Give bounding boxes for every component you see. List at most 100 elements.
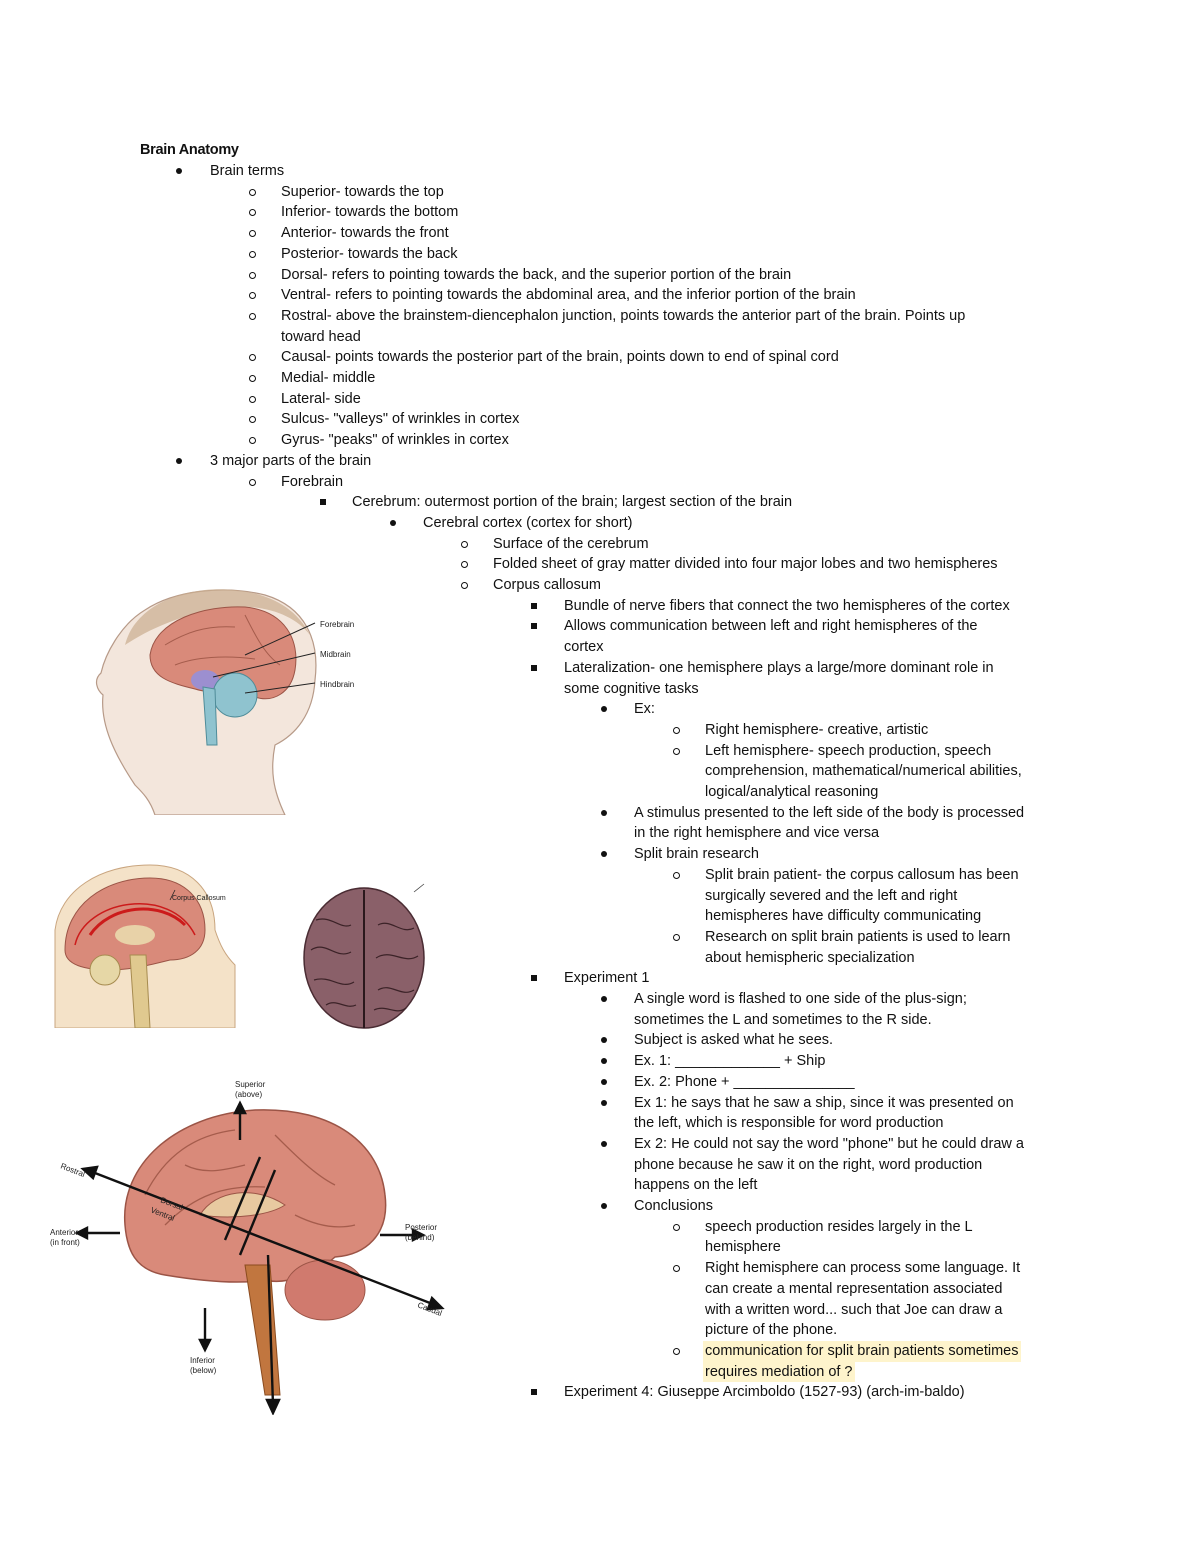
bullet-marker <box>601 1100 607 1106</box>
bullet-marker <box>601 810 607 816</box>
outline-item: Ex 1: he says that he saw a ship, since … <box>634 1094 1014 1111</box>
outline-item: Cerebral cortex (cortex for short) <box>423 514 633 531</box>
outline-item: Lateral- side <box>281 390 361 407</box>
anterior-sub: (in front) <box>50 1238 80 1247</box>
outline-item: Surface of the cerebrum <box>493 535 649 552</box>
outline-item: Allows communication between left and ri… <box>564 618 978 635</box>
outline-item: Ventral- refers to pointing towards the … <box>281 287 856 304</box>
directional-terms-figure: Superior (above) Inferior (below) Anteri… <box>50 1080 445 1415</box>
superior-sub: (above) <box>235 1090 262 1099</box>
outline-line-continued: some cognitive tasks <box>564 680 699 697</box>
outline-line-continued: with a written word... such that Joe can… <box>705 1301 1003 1318</box>
midbrain-label: Midbrain <box>320 650 351 659</box>
outline-item: Subject is asked what he sees. <box>634 1032 834 1049</box>
bullet-marker <box>390 520 396 526</box>
hair <box>125 589 310 645</box>
bullet-marker <box>673 727 680 734</box>
bullet-marker <box>601 1141 607 1147</box>
bullet-marker <box>249 272 256 279</box>
bullet-marker <box>673 1348 680 1355</box>
bullet-marker <box>673 872 680 879</box>
outline-line-continued: the left, which is responsible for word … <box>634 1115 944 1132</box>
bullet-marker <box>531 623 537 629</box>
outline-item: A single word is flashed to one side of … <box>634 991 967 1007</box>
outline-item: Medial- middle <box>281 370 376 386</box>
bullet-marker <box>249 479 256 486</box>
cerebellum-shape <box>212 672 258 718</box>
outline-line-continued: happens on the left <box>634 1177 758 1194</box>
bullet-marker <box>176 458 182 464</box>
outline-item: Ex: <box>634 701 655 718</box>
corpus-callosum-label: Corpus Callosum <box>172 895 226 902</box>
outline-line-continued: picture of the phone. <box>705 1322 838 1339</box>
outline-item: Ex 2: He could not say the word "phone" … <box>634 1135 1024 1152</box>
outline-item: A stimulus presented to the left side of… <box>634 804 1025 821</box>
outline-line-continued: requires mediation of ? <box>703 1361 855 1383</box>
outline-line-continued: phone because he saw it on the right, wo… <box>634 1156 983 1173</box>
outline-item: Anterior- towards the front <box>281 225 449 242</box>
outline-item: Research on split brain patients is used… <box>705 928 1011 945</box>
bullet-marker <box>461 582 468 589</box>
bullet-marker <box>249 251 256 258</box>
hindbrain-pointer <box>244 682 316 694</box>
bullet-marker <box>601 996 607 1002</box>
cerebellum-lateral <box>284 1259 366 1321</box>
direction-arrows <box>74 1100 445 1415</box>
midbrain-pointer <box>212 652 316 678</box>
outline-item: Posterior- towards the back <box>281 245 458 262</box>
outline-line-continued: cortex <box>564 639 604 656</box>
bullet-marker <box>249 396 256 403</box>
spinal-cord <box>129 954 151 1028</box>
outline-item: Dorsal- refers to pointing towards the b… <box>281 266 792 283</box>
bullet-marker <box>249 416 256 423</box>
cerebellum-section <box>89 954 121 986</box>
bullet-marker <box>249 209 256 216</box>
outline-item: Ex. 2: Phone + _______________ <box>634 1073 855 1090</box>
bullet-marker <box>601 851 607 857</box>
outline-item: communication for split brain patients s… <box>703 1340 1021 1362</box>
bullet-marker <box>673 1265 680 1272</box>
outline-item: 3 major parts of the brain <box>210 452 372 469</box>
page-title: Brain Anatomy <box>140 142 239 158</box>
corpus-callosum-figure: Corpus Callosum <box>54 864 236 1028</box>
bullet-marker <box>176 168 182 174</box>
bullet-marker <box>601 1037 607 1043</box>
outline-line-continued: surgically severed and the left and righ… <box>705 887 958 904</box>
corpus-callosum-band <box>88 907 187 936</box>
outline-item: Cerebrum: outermost portion of the brain… <box>352 494 793 511</box>
bullet-marker <box>249 375 256 382</box>
inferior-sub: (below) <box>190 1366 217 1375</box>
bullet-marker <box>531 975 537 981</box>
thalamus <box>115 925 155 945</box>
posterior-label: Posterior <box>405 1223 437 1232</box>
outline-line-continued: toward head <box>281 328 361 345</box>
midbrain-shape <box>191 670 219 690</box>
brainstem-lateral <box>244 1264 281 1396</box>
bullet-marker <box>601 1203 607 1209</box>
outline-item: Inferior- towards the bottom <box>281 204 459 221</box>
outline-item: Superior- towards the top <box>281 183 444 200</box>
bullet-marker <box>461 541 468 548</box>
corpus-callosum-outline <box>74 903 196 946</box>
outline-item: speech production resides largely in the… <box>705 1218 973 1235</box>
outline-item: Folded sheet of gray matter divided into… <box>493 556 998 573</box>
bullet-marker <box>531 665 537 671</box>
bullet-marker <box>673 1224 680 1231</box>
outline-item: Split brain research <box>634 846 759 863</box>
outline-item: Ex. 1: _____________ + Ship <box>634 1053 826 1070</box>
outline-item: Sulcus- "valleys" of wrinkles in cortex <box>281 411 520 428</box>
bullet-marker <box>249 230 256 237</box>
outline-item: Right hemisphere can process some langua… <box>705 1260 1021 1277</box>
outline-item: Bundle of nerve fibers that connect the … <box>564 597 1010 614</box>
inferior-label: Inferior <box>190 1356 215 1365</box>
anterior-label: Anterior <box>50 1228 78 1237</box>
brainstem-shape <box>202 686 218 746</box>
brain-gyri <box>144 1129 356 1228</box>
bullet-marker <box>249 354 256 361</box>
bullet-marker <box>601 706 607 712</box>
outline-item: Rostral- above the brainstem-diencephalo… <box>281 307 966 324</box>
outline-line-continued: comprehension, mathematical/numerical ab… <box>705 763 1022 780</box>
outline-item: Left hemisphere- speech production, spee… <box>705 742 992 759</box>
outline-item: Right hemisphere- creative, artistic <box>705 721 929 738</box>
bullet-marker <box>249 292 256 299</box>
